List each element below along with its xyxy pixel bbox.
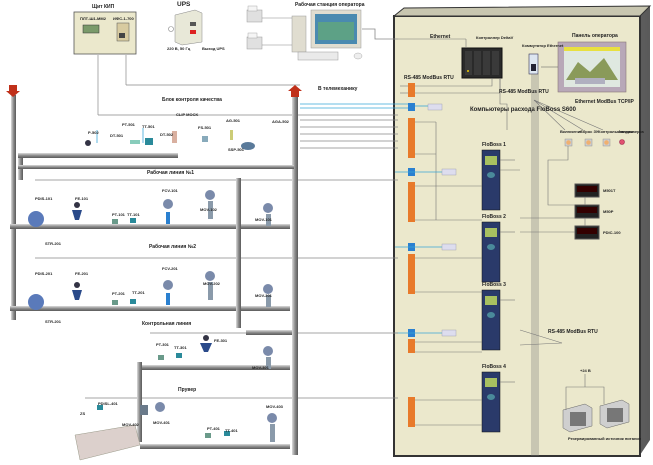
tag-label: MOV-201 [255,293,273,298]
tag-label: TT-201 [132,290,145,295]
tag-label: FE-101 [75,196,89,201]
ups-title: UPS [177,1,191,8]
power-voltage-label: +24 В [580,368,591,373]
prover-title: Прувер [178,387,196,393]
button-row [564,138,625,147]
tag-label: PDISL-401 [98,401,119,406]
indicator-label-0: M501T [603,188,616,193]
inlet-arrow-icon [6,85,20,97]
power-supply-label: Резервированный источник питания [568,436,642,441]
tag-label: TT-501 [142,124,155,129]
operator-panel-label: Панель оператора [572,33,618,39]
ups-unit [168,9,203,46]
tag-label: AGA-502 [272,119,290,124]
ethernet-switch [528,53,539,75]
tag-label: FCV-101 [162,188,179,193]
tag-label: ZS [80,411,85,416]
controller-label: Контроллер DeltaV [476,35,514,40]
tag-label: PT-501 [122,122,136,127]
tag-label: DT-502 [160,132,174,137]
tag-label: MOV-102 [200,207,218,212]
tag-label: PT-201 [112,291,126,296]
floboss-label-2: FloBoss 2 [482,214,506,220]
tag-label: MOV-301 [252,365,270,370]
tag-label: FCV-201 [162,266,179,271]
digital-indicators [574,183,600,240]
workstation-title: Рабочая станция оператора [295,1,365,8]
power-supplies [562,374,630,433]
flow-arrows [6,85,302,97]
tag-label: MOV-402 [122,422,140,427]
ethernet-modbus-label: Ethernet ModBus TCP/IP [575,99,635,105]
line2-title: Рабочая линия №2 [149,243,196,250]
operator-workstation [246,5,398,61]
cabinet-wiring [398,38,604,456]
rs485-bottom-label: RS-485 ModBus RTU [548,329,598,335]
tag-label: MOV-401 [153,420,171,425]
kip-device1-label: ПЛТ-Ш1-ММ2 [80,16,107,21]
tag-label: FE-301 [214,338,228,343]
tag-label: PT-301 [156,342,170,347]
kip-panel [73,11,137,55]
floboss-units [481,149,501,433]
floboss-3 [481,289,501,351]
tag-label: MOV-101 [255,217,273,222]
tag-label: MOV-403 [266,404,284,409]
tag-label: TT-101 [127,212,140,217]
indicator-label-2: PDIC-100 [603,230,621,235]
rs485-top-label: RS-485 ModBus RTU [404,75,454,81]
tag-label: DT-501 [110,133,124,138]
tag-label: PDIS-101 [35,196,53,201]
labels: Щит КИП ПЛТ-Ш1-ММ2 ИФС-1-700 UPS 220 В, … [35,1,645,441]
tag-label: TT-301 [174,345,187,350]
tag-label: PDIS-201 [35,271,53,276]
floboss-label-4: FloBoss 4 [482,364,506,370]
tag-label: SSP-501 [228,147,245,152]
indicator-label-1: M50P [603,209,614,214]
field-signal-buses [35,55,398,399]
field-instruments [28,130,277,461]
control-line-title: Контрольная линия [142,321,191,327]
tag-label: PT-401 [207,426,221,431]
button-label-1: Сброс ЗУ [580,129,599,134]
kip-device2-label: ИФС-1-700 [113,16,135,21]
blue-signal-lines [96,103,442,334]
ups-output-label: Выход UPS [202,46,225,51]
floboss-4 [481,371,501,433]
button-label-2: Контрольная проверка [598,129,645,134]
tag-label: P-502 [88,130,99,135]
tag-label: AG-501 [226,118,241,123]
deltav-controller [461,47,503,79]
tag-label: MOV-202 [203,281,221,286]
outlet-arrow-icon [288,85,302,97]
pipes [10,95,298,455]
quality-line-title: Блок контроля качества [162,97,222,103]
flow-computers-label: Компьютеры расхода FloBoss S600 [470,107,577,113]
ups-input-label: 220 В, 50 Гц [167,46,191,51]
floboss-1 [481,149,501,211]
floboss-label-3: FloBoss 3 [482,282,506,288]
line1-title: Рабочая линия №1 [147,169,194,176]
tag-label: FS-501 [198,125,212,130]
tag-label: STR-201 [45,319,62,324]
button-label-3: Авария [618,129,633,134]
button-label-0: Включение [560,129,583,134]
switch-label: Коммутатор Ethernet [522,43,564,48]
tag-label: FE-201 [75,271,89,276]
ethernet-label: Ethernet [430,34,451,40]
kip-panel-title: Щит КИП [92,4,115,10]
floboss-2 [481,221,501,283]
operator-panel [541,41,627,93]
tag-label: TT-401 [225,428,238,433]
tag-label: CLIP MOCK [176,112,198,117]
tag-label: PT-101 [112,212,126,217]
tag-label: STR-201 [45,241,62,246]
rs485-right-label: RS-485 ModBus RTU [499,89,549,95]
floboss-label-1: FloBoss 1 [482,142,506,148]
telemechanics-label: В телемеханику [318,86,358,92]
